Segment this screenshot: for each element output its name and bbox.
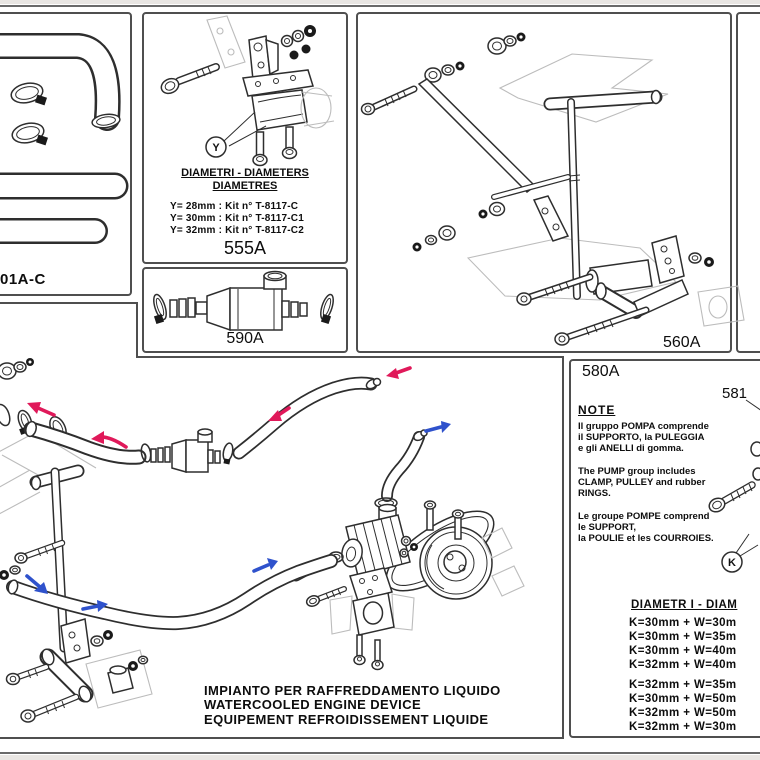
frame-560A-drawing bbox=[360, 32, 745, 346]
hex-bolt-icon bbox=[708, 481, 756, 513]
main-caption: IMPIANTO PER RAFFREDDAMENTO LIQUIDO WATE… bbox=[204, 683, 501, 727]
panel-main-frame bbox=[0, 302, 564, 739]
socket-bolt-icon bbox=[252, 131, 268, 167]
diameters-table-title: DIAMETR I - DIAM bbox=[631, 599, 738, 611]
long-bolt-icon bbox=[516, 273, 594, 306]
diameter-row: K=30mm + W=30m bbox=[629, 617, 737, 629]
water-pump-icon bbox=[341, 503, 495, 600]
hot-flow-arrow bbox=[27, 402, 56, 417]
cool-flow-arrow bbox=[81, 600, 108, 612]
panel-590A-label: 590A bbox=[226, 330, 264, 347]
part-ref-581-label: 581 bbox=[722, 385, 748, 402]
y-marker-circle bbox=[205, 136, 227, 158]
inline-valve-icon bbox=[150, 428, 221, 473]
diameters-title-fr: DIAMETRES bbox=[212, 180, 278, 192]
hot-flow-arrow bbox=[386, 366, 412, 379]
marker-k-label: K bbox=[728, 557, 736, 569]
diameter-row: K=32mm + W=50m bbox=[629, 707, 737, 719]
caption-english: WATERCOOLED ENGINE DEVICE bbox=[204, 697, 422, 713]
panel-580A-frame bbox=[569, 359, 760, 738]
page-bottom-margin bbox=[0, 755, 760, 760]
panel-580A-label: 580A bbox=[582, 363, 620, 380]
k-marker-circle bbox=[721, 551, 743, 573]
diameter-row: K=32mm + W=40m bbox=[629, 659, 737, 671]
panel-right-sliver-frame bbox=[736, 12, 760, 353]
caption-french: EQUIPEMENT REFROIDISSEMENT LIQUIDE bbox=[204, 711, 489, 727]
kit-option: Y= 28mm : Kit n° T-8117-C bbox=[170, 201, 299, 212]
valve-590A-drawing bbox=[153, 270, 334, 332]
hex-bolt-icon bbox=[305, 586, 347, 607]
main-assembly-drawing bbox=[0, 358, 525, 723]
page-top-margin bbox=[0, 0, 760, 4]
cool-flow-arrow bbox=[424, 421, 451, 433]
long-bolt-icon bbox=[360, 85, 418, 116]
hex-bolt-icon bbox=[160, 63, 220, 95]
diameter-row: K=30mm + W=35m bbox=[629, 631, 737, 643]
note-italian: Il gruppo POMPA comprende il SUPPORTO, l… bbox=[578, 421, 709, 454]
hot-flow-arrow bbox=[91, 431, 128, 449]
diameter-row: K=32mm + W=30m bbox=[629, 721, 737, 733]
note-french: Le groupe POMPE comprend le SUPPORT, la … bbox=[578, 511, 714, 544]
note-580A-drawing: K bbox=[708, 399, 760, 573]
kit-option: Y= 30mm : Kit n° T-8117-C1 bbox=[170, 213, 304, 224]
cool-flow-arrow bbox=[252, 558, 278, 573]
hose-clamp-icon bbox=[11, 122, 48, 146]
kit-option: Y= 32mm : Kit n° T-8117-C2 bbox=[170, 225, 304, 236]
note-english: The PUMP group includes CLAMP, PULLEY an… bbox=[578, 466, 706, 499]
bracket-555A-drawing: Y bbox=[160, 15, 335, 167]
diameter-row: K=32mm + W=35m bbox=[629, 679, 737, 691]
long-bolt-icon bbox=[5, 663, 50, 686]
hot-flow-arrow bbox=[268, 406, 291, 421]
panel-560A-label: 560A bbox=[663, 334, 701, 351]
panel-555A-label: 555A bbox=[223, 238, 267, 258]
diameter-row: K=30mm + W=40m bbox=[629, 645, 737, 657]
cool-flow-arrow bbox=[25, 574, 48, 594]
note-title: NOTE bbox=[578, 403, 616, 417]
marker-y-label: Y bbox=[212, 142, 220, 154]
socket-bolt-icon bbox=[281, 126, 298, 160]
diameter-row: K=30mm + W=50m bbox=[629, 693, 737, 705]
long-bolt-icon bbox=[20, 693, 80, 723]
hose-clamp-icon bbox=[10, 82, 47, 106]
hose-kit-label: 01A-C bbox=[0, 271, 46, 288]
long-bolt-icon bbox=[554, 306, 650, 346]
diameters-title-it-en: DIAMETRI - DIAMETERS bbox=[181, 167, 309, 179]
hex-bolt-icon bbox=[14, 539, 66, 564]
caption-italian: IMPIANTO PER RAFFREDDAMENTO LIQUIDO bbox=[204, 683, 501, 698]
hose-kit-drawing bbox=[0, 33, 129, 244]
